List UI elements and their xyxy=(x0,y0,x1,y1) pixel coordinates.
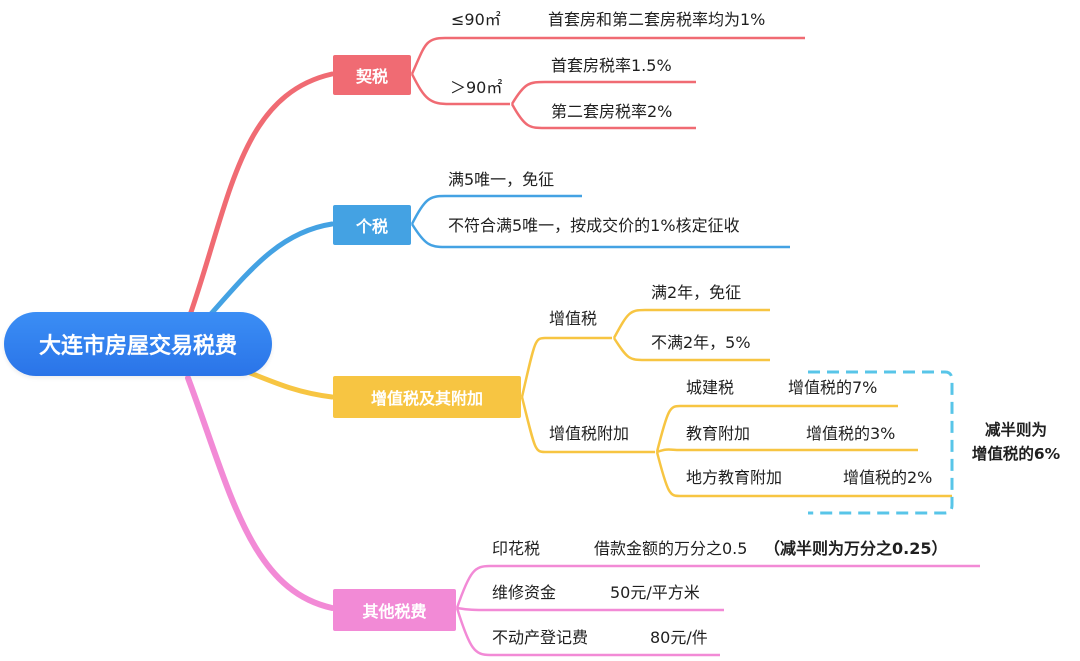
deed-small-area: ≤90㎡ xyxy=(451,10,501,29)
income-exempt: 满5唯一，免征 xyxy=(448,170,555,189)
connector-vat-surcharge xyxy=(520,396,655,454)
reg-label: 不动产登记费 xyxy=(492,628,589,647)
surcharge-label: 增值税附加 xyxy=(549,424,630,443)
connector-root-other xyxy=(185,375,335,611)
surcharge-item-name: 教育附加 xyxy=(686,424,751,443)
income-levy: 不符合满5唯一，按成交价的1%核定征收 xyxy=(448,216,740,235)
surcharge-half-note: 减半则为 增值税的6% xyxy=(962,418,1070,466)
connector-deed-large xyxy=(410,73,510,106)
surcharge-item-rate: 增值税的3% xyxy=(806,424,896,443)
deed-second-home: 第二套房税率2% xyxy=(551,102,673,121)
connector-other-reg xyxy=(455,607,720,657)
root-node[interactable]: 大连市房屋交易税费 xyxy=(4,312,272,376)
reg-value: 80元/件 xyxy=(650,628,708,647)
branch-deed-tax[interactable]: 契税 xyxy=(333,55,411,95)
deed-first-home: 首套房税率1.5% xyxy=(551,56,672,75)
connector-other-stamp xyxy=(455,564,980,609)
surcharge-item-rate: 增值税的7% xyxy=(788,378,878,397)
vat-exempt: 满2年，免征 xyxy=(651,283,742,302)
stamp-label: 印花税 xyxy=(492,539,541,558)
connector-vat-exempt xyxy=(612,308,770,339)
surcharge-item-name: 地方教育附加 xyxy=(686,468,783,487)
vat-label: 增值税 xyxy=(549,309,598,328)
connector-surcharge-2 xyxy=(656,448,918,454)
deed-small-rate: 首套房和第二套房税率均为1% xyxy=(548,10,766,29)
maint-label: 维修资金 xyxy=(492,583,557,602)
note-line-1: 减半则为 xyxy=(984,421,1047,439)
branch-other-fees[interactable]: 其他税费 xyxy=(333,589,456,631)
connector-surcharge-1 xyxy=(655,404,898,453)
connector-deed-first xyxy=(510,80,696,105)
note-bracket xyxy=(808,370,954,515)
deed-large-area: ＞90㎡ xyxy=(450,78,503,97)
stamp-note: （减半则为万分之0.25） xyxy=(764,539,948,558)
connector-surcharge-3 xyxy=(655,451,952,498)
connector-deed-small xyxy=(410,36,805,75)
stamp-value: 借款金额的万分之0.5 xyxy=(594,539,748,558)
surcharge-item-rate: 增值税的2% xyxy=(843,468,933,487)
surcharge-item-name: 城建税 xyxy=(686,378,735,397)
connector-root-vat xyxy=(245,369,335,400)
branch-income-tax[interactable]: 个税 xyxy=(333,205,411,245)
connector-other-maint xyxy=(456,606,724,612)
connector-vat-main xyxy=(520,336,612,398)
maint-value: 50元/平方米 xyxy=(610,583,700,602)
connector-vat-rate xyxy=(612,337,770,362)
connector-income-levy xyxy=(410,223,790,249)
connector-root-deed xyxy=(187,71,335,318)
connector-deed-second xyxy=(510,103,696,130)
connector-root-income xyxy=(207,221,335,318)
note-line-2: 增值税的6% xyxy=(971,445,1061,463)
vat-rate: 不满2年，5% xyxy=(651,333,751,352)
branch-vat[interactable]: 增值税及其附加 xyxy=(333,376,521,418)
connector-income-exempt xyxy=(410,194,582,225)
